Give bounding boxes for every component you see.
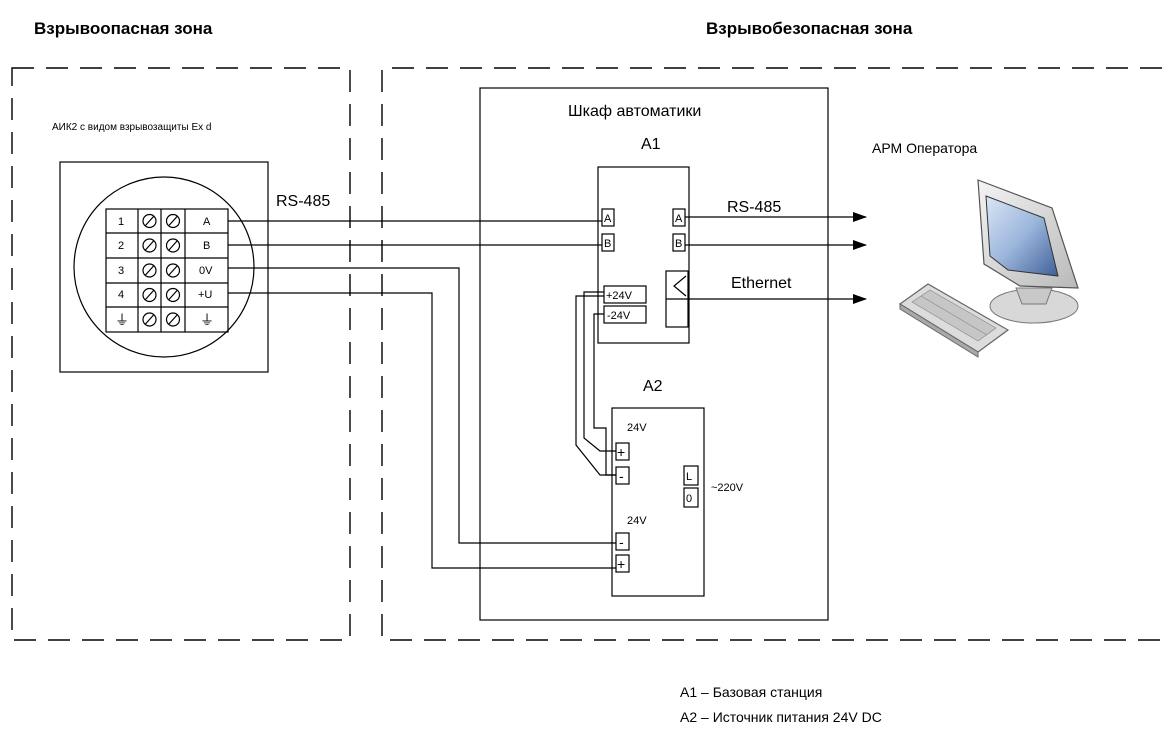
- terminal-block: 1 2 3 4 ⏚ A B 0V +U ⏚: [105, 208, 229, 333]
- rs485-left-label: RS-485: [276, 193, 330, 210]
- hazardous-zone-border: [11, 67, 351, 641]
- a1-terminal-a-in: [601, 208, 615, 227]
- a2-zero-terminal: [683, 487, 699, 508]
- wire-minus24-loop: [575, 295, 616, 476]
- wire-plus24: [583, 291, 616, 452]
- operator-title: АРМ Оператора: [872, 140, 977, 156]
- a2-zero-label: 0: [686, 493, 692, 505]
- a1-terminal-b-in-label: B: [604, 238, 611, 250]
- terminal-number: 4: [118, 289, 124, 301]
- safe-zone-border: [381, 67, 1162, 641]
- wire-0v: [228, 267, 616, 544]
- a2-power-supply: [611, 407, 705, 597]
- screw-icon: [142, 238, 181, 253]
- a1-plus24-terminal: [603, 285, 647, 304]
- a2-l-terminal: [683, 465, 699, 486]
- device-enclosure: [59, 161, 269, 373]
- terminal-number: 1: [118, 216, 124, 228]
- cabinet-title: Шкаф автоматики: [568, 103, 701, 120]
- screw-icon: [142, 213, 181, 229]
- terminal-label: 0V: [199, 265, 213, 277]
- device-title: АИК2 с видом взрывозащиты Ex d: [52, 122, 211, 133]
- a2-minus-terminal-bottom: [615, 532, 630, 551]
- computer-workstation-icon: [898, 179, 1079, 358]
- terminal-label: A: [203, 216, 211, 228]
- a2-top-voltage: 24V: [627, 422, 647, 434]
- screw-icon: [142, 287, 181, 303]
- rs485-right-label: RS-485: [727, 199, 781, 216]
- a2-mains-label: ~220V: [711, 482, 744, 494]
- a1-terminal-b-out: [672, 233, 686, 252]
- a1-terminal-a-in-label: A: [604, 213, 612, 225]
- a1-terminal-b-out-label: B: [675, 238, 682, 250]
- screw-icon: [142, 312, 181, 327]
- legend-a2: А2 – Источник питания 24V DC: [680, 709, 882, 725]
- ground-icon: ⏚: [115, 312, 129, 328]
- a1-plus24-label: +24V: [606, 290, 633, 302]
- a2-plus-terminal-bottom: [615, 554, 630, 573]
- a2-minus-label-top: -: [619, 468, 624, 484]
- a1-base-station: [597, 166, 690, 344]
- a2-l-label: L: [686, 471, 692, 483]
- a2-bottom-voltage: 24V: [627, 515, 647, 527]
- ground-icon: ⏚: [200, 312, 214, 328]
- hazardous-zone-title: Взрывоопасная зона: [34, 19, 213, 38]
- terminal-number: 2: [118, 240, 124, 252]
- a2-plus-label-bottom: +: [617, 556, 625, 572]
- terminal-number: 3: [118, 265, 124, 277]
- terminal-label: B: [203, 240, 210, 252]
- a1-name: A1: [641, 136, 661, 153]
- automation-cabinet: [479, 87, 829, 621]
- a1-terminal-b-in: [601, 233, 615, 252]
- a1-minus24-label: -24V: [607, 310, 631, 322]
- ethernet-label: Ethernet: [731, 275, 792, 292]
- wire-plus-u: [228, 292, 616, 569]
- ethernet-symbol-icon: [673, 275, 687, 297]
- device-flange-circle: [73, 176, 255, 358]
- legend-a1: А1 – Базовая станция: [680, 684, 822, 700]
- a2-plus-label-top: +: [617, 444, 625, 460]
- screw-icon: [142, 263, 181, 278]
- a2-name: A2: [643, 378, 663, 395]
- safe-zone-title: Взрывобезопасная зона: [706, 19, 913, 38]
- a1-terminal-a-out-label: A: [675, 213, 683, 225]
- a2-minus-label-bottom: -: [619, 534, 624, 550]
- terminal-label: +U: [198, 289, 212, 301]
